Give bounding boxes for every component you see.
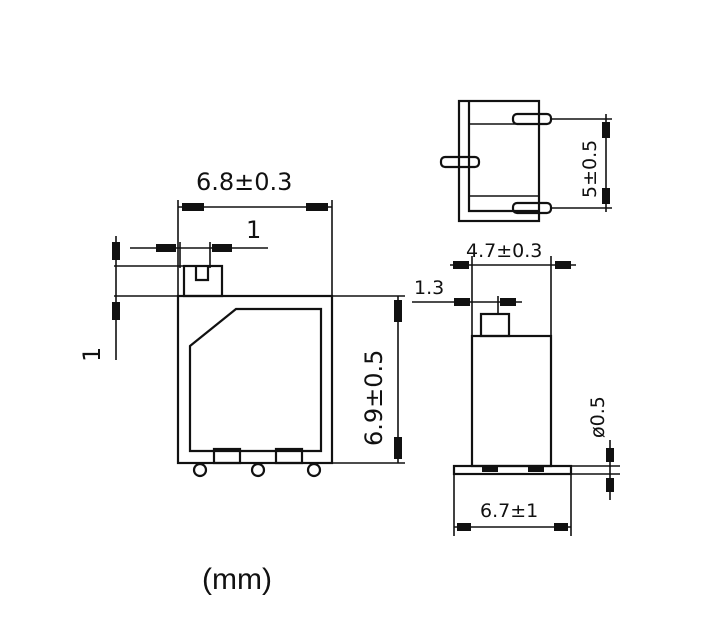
side-knob [479,312,511,338]
front-terminal-left [212,447,242,465]
side-base [452,464,573,476]
top-body-outer [457,99,541,223]
side-width-dimension [450,261,576,269]
front-pin-2 [250,462,266,478]
unit-label: (mm) [202,563,272,596]
front-pin-1 [192,462,208,478]
pin-diameter-label: ø0.5 [587,396,609,438]
front-view: 6.8±0.3 1 1 6.9±0.5 [78,168,405,478]
lead-height-dimension [112,236,120,360]
pin-spacing-label: 5±0.5 [579,140,601,198]
notch-label: 1 [246,216,261,244]
top-view: 5±0.5 [439,99,612,223]
base-width-label: 6.7±1 [480,500,538,522]
top-pin-left [439,155,481,169]
front-tab-slot [194,266,210,282]
top-body-inner [467,101,539,213]
front-terminal-right [274,447,304,465]
pin-spacing-dimension [551,114,612,212]
side-offset-label: 1.3 [414,277,444,299]
front-top-tab [182,264,224,298]
base-width-dimension [453,474,572,536]
width-label: 6.8±0.3 [196,168,292,196]
top-pin-upper [511,112,553,126]
height-dimension [332,295,405,464]
side-offset-dimension [412,296,522,314]
notch-dimension [130,242,268,268]
side-width-label: 4.7±0.3 [466,240,542,262]
front-inner-outline [188,307,323,453]
lead-height-label: 1 [78,347,106,362]
side-view: 4.7±0.3 1.3 ø0.5 6.7±1 [412,240,620,536]
height-label: 6.9±0.5 [360,350,388,446]
side-body [470,334,553,468]
front-pin-3 [306,462,322,478]
front-body [176,294,334,465]
pin-diameter-dimension [571,440,620,500]
